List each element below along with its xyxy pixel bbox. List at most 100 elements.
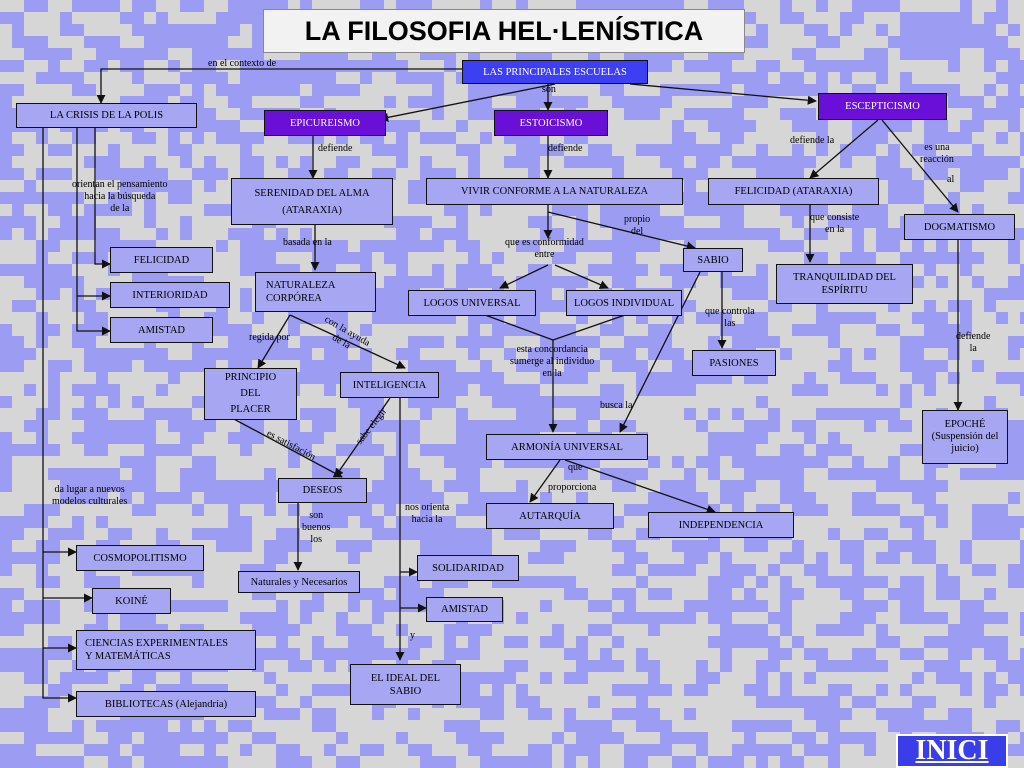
pattern-block [600, 336, 624, 348]
pattern-block [48, 720, 72, 732]
pattern-block [612, 132, 624, 144]
pattern-block [504, 600, 516, 612]
pattern-block [708, 660, 720, 672]
pattern-block [24, 168, 36, 180]
pattern-block [336, 660, 348, 672]
pattern-block [372, 756, 396, 768]
pattern-block [672, 408, 684, 420]
pattern-block [48, 132, 60, 144]
pattern-block [420, 204, 432, 216]
pattern-block [324, 528, 348, 540]
home-button[interactable]: INICI [896, 734, 1008, 768]
pattern-block [948, 516, 972, 528]
pattern-block [864, 456, 888, 468]
pattern-block [24, 396, 48, 408]
pattern-block [84, 288, 96, 300]
pattern-block [396, 204, 420, 216]
pattern-block [972, 240, 984, 252]
pattern-block [168, 168, 192, 180]
pattern-block [24, 252, 36, 264]
pattern-block [288, 228, 300, 240]
pattern-block [900, 132, 912, 144]
pattern-block [0, 504, 24, 516]
pattern-block [504, 204, 528, 216]
node-felicidad: FELICIDAD [110, 247, 213, 273]
pattern-block [276, 144, 288, 156]
pattern-block [792, 528, 804, 540]
pattern-block [828, 252, 840, 264]
pattern-block [612, 108, 624, 120]
pattern-block [84, 192, 108, 204]
label-orientan: orientan el pensamiento hacia la búsqued… [72, 179, 168, 214]
pattern-block [804, 588, 816, 600]
pattern-block [636, 120, 648, 132]
pattern-block [996, 180, 1020, 192]
pattern-block [636, 348, 648, 360]
pattern-block [516, 252, 540, 264]
pattern-block [732, 732, 744, 744]
pattern-block [780, 732, 792, 744]
pattern-block [720, 672, 744, 684]
pattern-block [384, 564, 408, 576]
pattern-block [828, 564, 840, 576]
pattern-block [828, 120, 852, 132]
pattern-block [768, 552, 780, 564]
pattern-block [984, 576, 1008, 588]
node-escepticismo: ESCEPTICISMO [818, 93, 947, 120]
pattern-block [900, 624, 924, 636]
pattern-block [168, 528, 192, 540]
pattern-block [444, 276, 456, 288]
pattern-block [972, 540, 996, 552]
pattern-block [0, 636, 12, 648]
pattern-block [828, 552, 840, 564]
pattern-block [576, 384, 600, 396]
pattern-block [924, 576, 936, 588]
pattern-block [576, 696, 588, 708]
pattern-block [852, 396, 876, 408]
pattern-block [228, 276, 240, 288]
pattern-block [540, 384, 564, 396]
pattern-block [792, 600, 816, 612]
pattern-block [564, 636, 576, 648]
pattern-block [708, 216, 720, 228]
pattern-block [288, 468, 312, 480]
pattern-block [324, 732, 336, 744]
pattern-block [648, 444, 672, 456]
pattern-block [324, 624, 336, 636]
pattern-block [708, 684, 720, 696]
pattern-block [708, 732, 732, 744]
pattern-block [948, 468, 960, 480]
pattern-block [228, 552, 240, 564]
pattern-block [216, 108, 240, 120]
pattern-block [300, 708, 312, 720]
pattern-block [672, 72, 684, 84]
pattern-block [612, 600, 624, 612]
pattern-block [564, 264, 588, 276]
pattern-block [720, 156, 732, 168]
pattern-block [60, 444, 84, 456]
pattern-block [132, 204, 144, 216]
pattern-block [492, 636, 504, 648]
pattern-block [324, 324, 336, 336]
pattern-block [624, 372, 636, 384]
pattern-block [732, 588, 744, 600]
pattern-block [120, 72, 132, 84]
pattern-block [504, 720, 528, 732]
pattern-block [0, 276, 24, 288]
pattern-block [156, 132, 168, 144]
pattern-block [552, 156, 564, 168]
pattern-block [360, 564, 372, 576]
pattern-block [456, 132, 480, 144]
pattern-block [780, 252, 792, 264]
pattern-block [288, 636, 300, 648]
pattern-block [408, 108, 432, 120]
pattern-block [360, 600, 372, 612]
pattern-block [792, 336, 816, 348]
pattern-block [324, 156, 336, 168]
pattern-block [684, 120, 708, 132]
pattern-block [768, 132, 792, 144]
pattern-block [612, 504, 624, 516]
pattern-block [60, 420, 84, 432]
pattern-block [1008, 684, 1020, 696]
pattern-block [660, 132, 672, 144]
